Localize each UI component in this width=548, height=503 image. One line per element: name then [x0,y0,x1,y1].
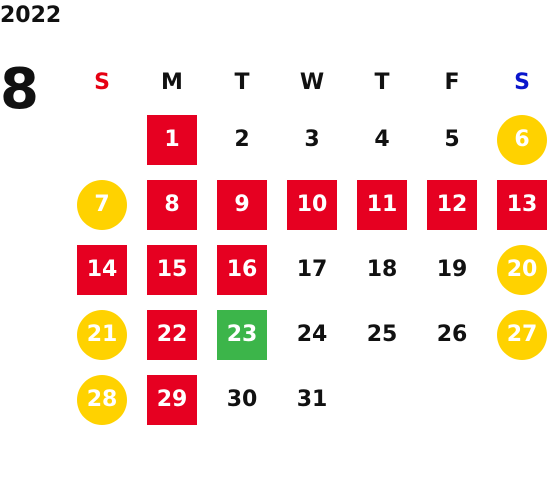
day-number: 15 [147,244,197,295]
empty-day-cell [67,107,137,172]
day-number: 22 [147,309,197,360]
day-number: 28 [77,374,127,425]
day-number: 6 [497,114,547,165]
weekday-tuesday: T [234,69,250,95]
day-number: 30 [226,387,258,412]
day-number: 19 [436,257,468,282]
day-cell[interactable]: 12 [417,172,487,237]
day-cell[interactable]: 28 [67,367,137,432]
day-cell[interactable]: 27 [487,302,548,367]
day-cell[interactable]: 17 [277,237,347,302]
day-number: 23 [217,309,267,360]
weekday-friday: F [444,69,460,95]
day-number: 20 [497,244,547,295]
day-number: 8 [147,179,197,230]
day-number: 5 [444,127,460,152]
day-cell[interactable]: 10 [277,172,347,237]
day-cell[interactable]: 25 [347,302,417,367]
day-number: 13 [497,179,547,230]
day-number: 29 [147,374,197,425]
day-number [77,115,127,165]
day-number: 11 [357,179,407,230]
day-number: 4 [374,127,390,152]
day-number: 2 [234,127,250,152]
day-number: 7 [77,179,127,230]
weekday-saturday: S [514,69,530,95]
day-cell[interactable]: 2 [207,107,277,172]
day-cell[interactable]: 18 [347,237,417,302]
day-cell[interactable]: 7 [67,172,137,237]
weekday-wednesday: W [299,69,325,95]
empty-day-cell [487,367,548,432]
weekday-sunday: S [94,69,110,95]
day-number: 16 [217,244,267,295]
day-cell[interactable]: 3 [277,107,347,172]
day-cell[interactable]: 22 [137,302,207,367]
day-number: 25 [366,322,398,347]
day-cell[interactable]: 4 [347,107,417,172]
day-cell[interactable]: 14 [67,237,137,302]
day-cell[interactable]: 16 [207,237,277,302]
day-number: 24 [296,322,328,347]
day-number: 1 [147,114,197,165]
weekday-header-row: S M T W T F S [67,57,548,107]
day-number: 31 [296,387,328,412]
day-cell[interactable]: 23 [207,302,277,367]
day-number [357,375,407,425]
day-number [497,375,547,425]
day-number: 14 [77,244,127,295]
month-number: 8 [0,57,39,122]
day-cell[interactable]: 11 [347,172,417,237]
day-number: 12 [427,179,477,230]
empty-day-cell [347,367,417,432]
week-row: 1 2 3 4 5 6 [67,107,548,172]
day-cell[interactable]: 5 [417,107,487,172]
day-number: 27 [497,309,547,360]
empty-day-cell [417,367,487,432]
day-cell[interactable]: 1 [137,107,207,172]
day-number: 10 [287,179,337,230]
week-row: 14 15 16 17 18 19 20 [67,237,548,302]
day-number: 18 [366,257,398,282]
day-number: 21 [77,309,127,360]
weekday-thursday: T [374,69,390,95]
day-cell[interactable]: 9 [207,172,277,237]
day-cell[interactable]: 20 [487,237,548,302]
day-cell[interactable]: 6 [487,107,548,172]
day-cell[interactable]: 19 [417,237,487,302]
day-cell[interactable]: 31 [277,367,347,432]
day-number [427,375,477,425]
day-number: 9 [217,179,267,230]
day-cell[interactable]: 15 [137,237,207,302]
weekday-monday: M [161,69,183,95]
week-row: 21 22 23 24 25 26 27 [67,302,548,367]
day-number: 26 [436,322,468,347]
day-number: 17 [296,257,328,282]
day-cell[interactable]: 8 [137,172,207,237]
day-cell[interactable]: 21 [67,302,137,367]
day-cell[interactable]: 26 [417,302,487,367]
day-cell[interactable]: 13 [487,172,548,237]
day-number: 3 [304,127,320,152]
year-label: 2022 [0,3,62,28]
week-row: 28 29 30 31 [67,367,548,432]
day-cell[interactable]: 30 [207,367,277,432]
day-cell[interactable]: 24 [277,302,347,367]
day-cell[interactable]: 29 [137,367,207,432]
